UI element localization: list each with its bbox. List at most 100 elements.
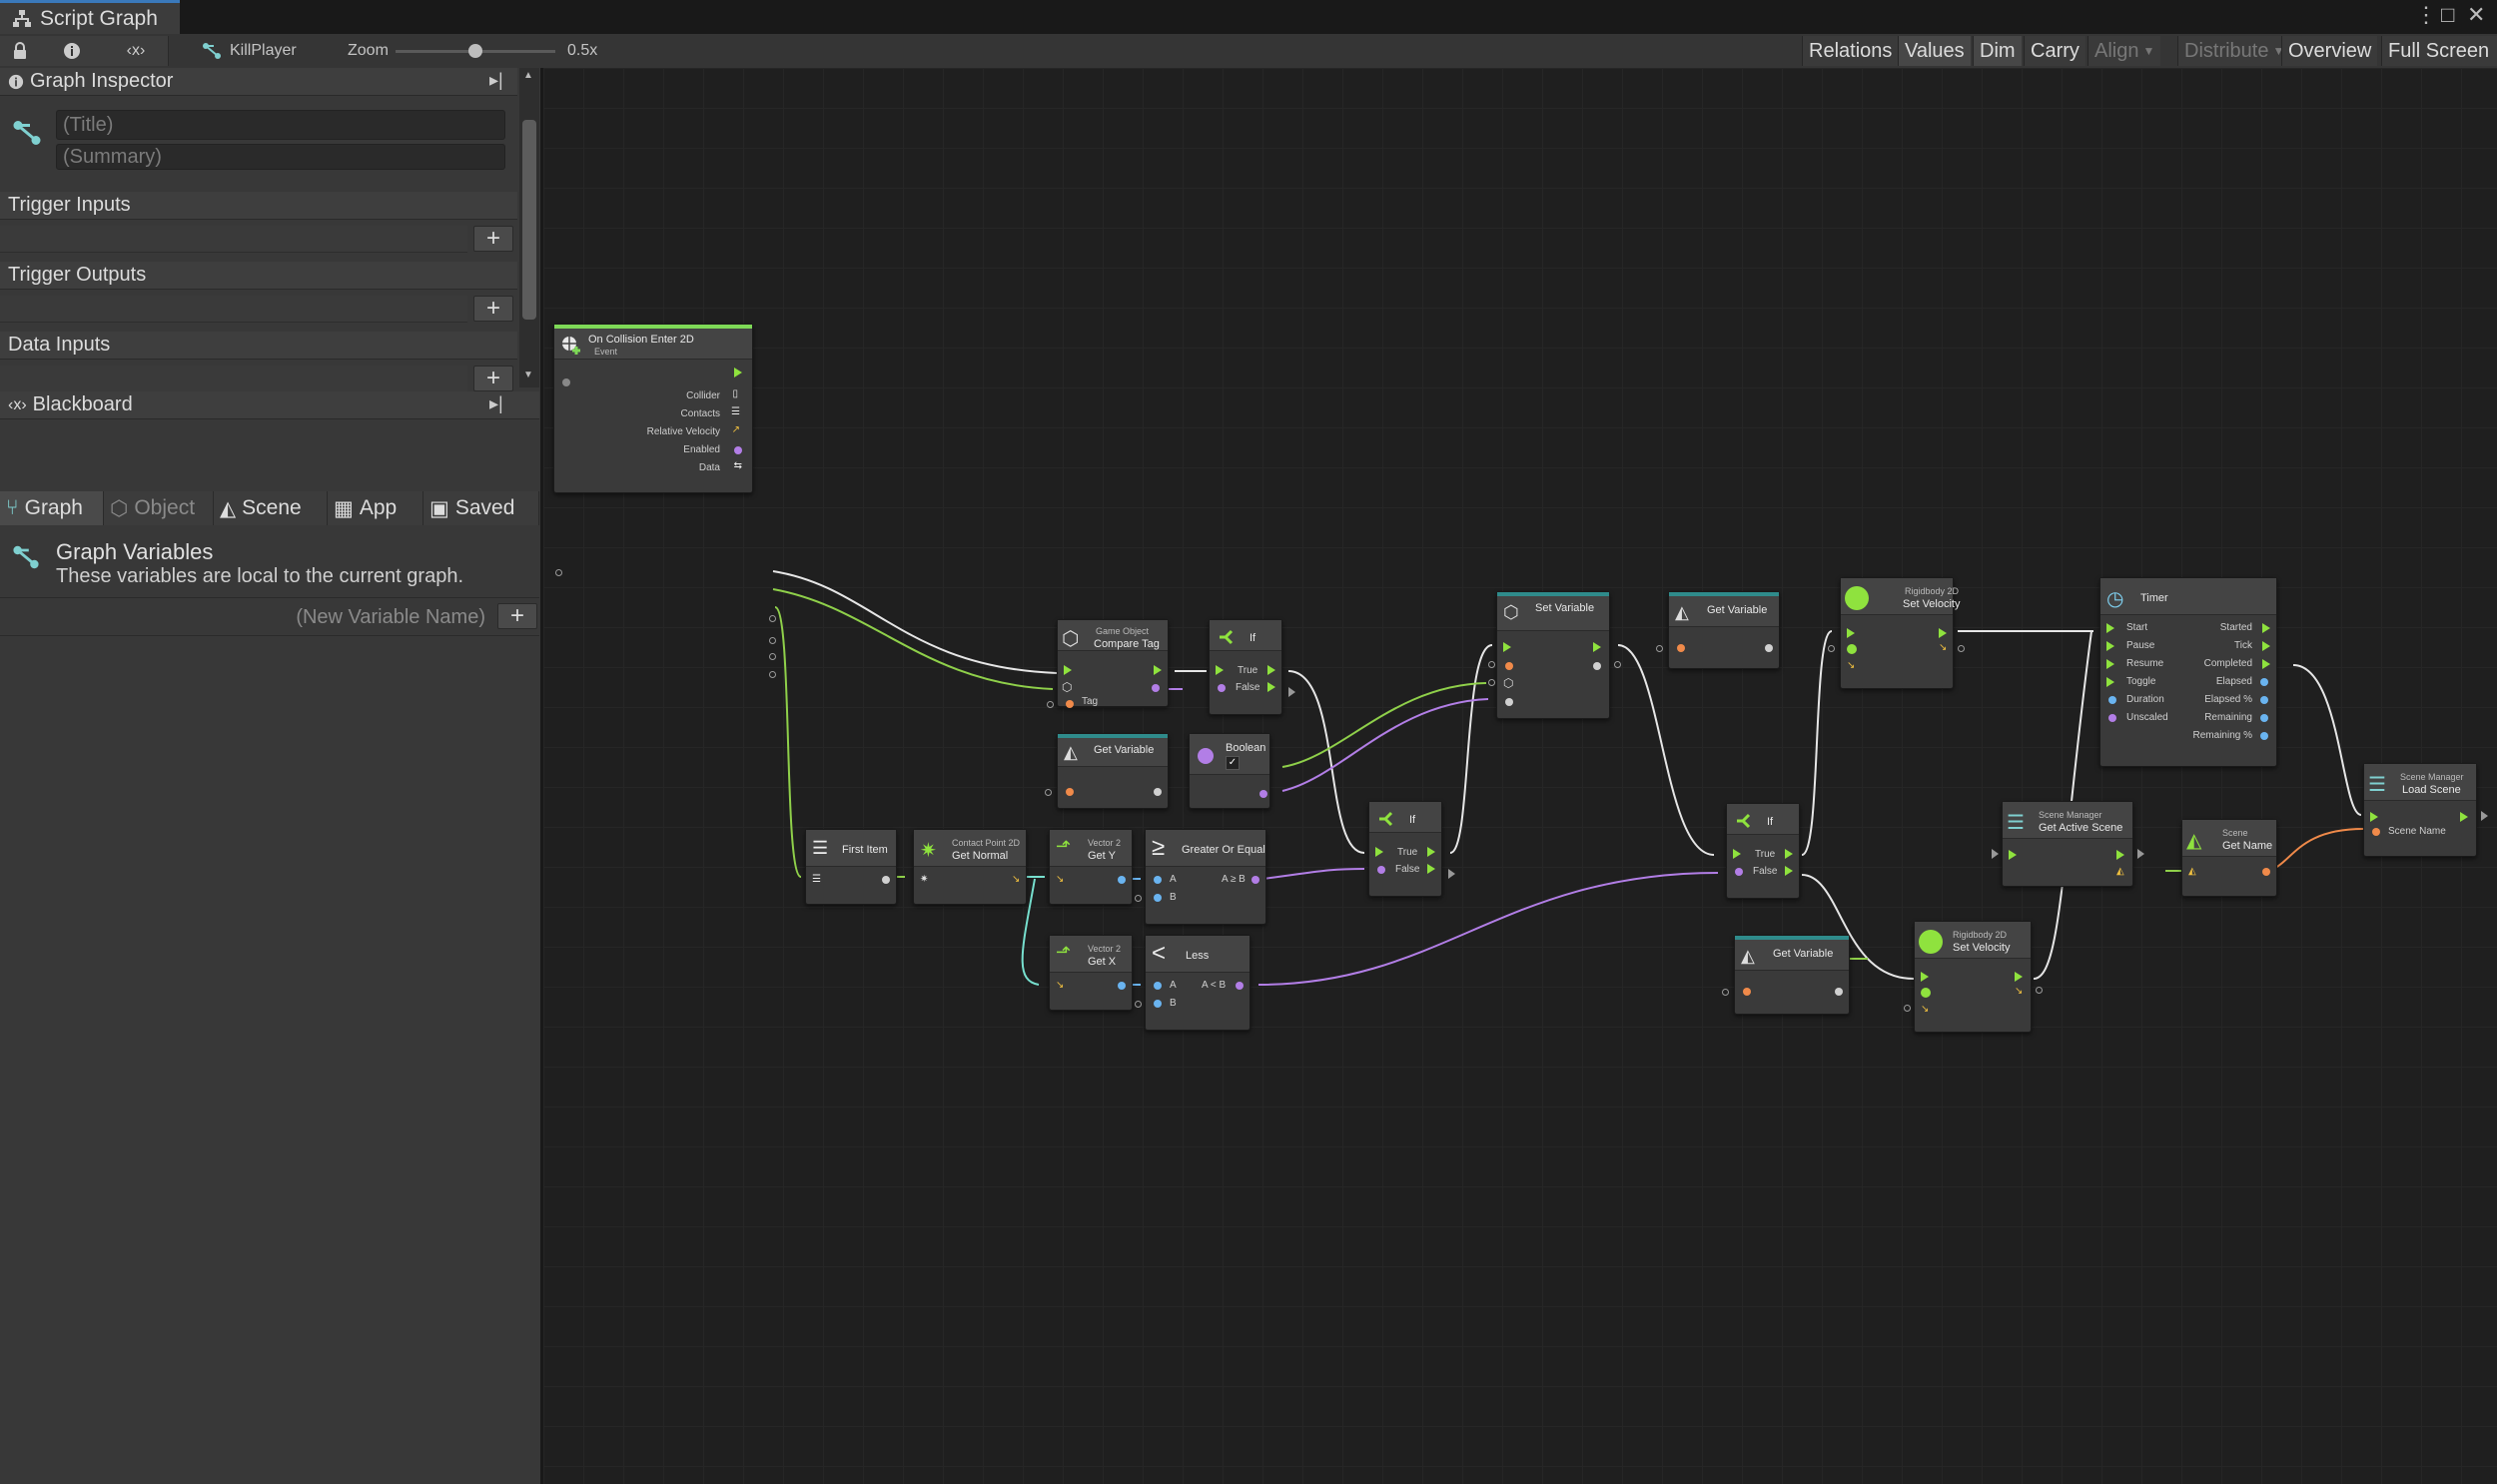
false-output-port[interactable] <box>1785 866 1793 876</box>
value-output-port[interactable] <box>1765 644 1773 652</box>
scrollbar-down-icon[interactable]: ▼ <box>523 370 533 380</box>
trigger-input-port[interactable] <box>1064 665 1072 675</box>
bool-output-port[interactable] <box>1236 982 1244 990</box>
unconnected-port[interactable] <box>2036 987 2043 994</box>
name-input-port[interactable] <box>1066 788 1074 796</box>
node-first-item[interactable]: ☰ First Item ☰ <box>805 829 897 905</box>
node-if-3[interactable]: If True False <box>1726 803 1800 899</box>
inspector-toggle-button[interactable] <box>40 36 105 66</box>
node-get-active-scene[interactable]: ☰ Scene Manager Get Active Scene ◭ <box>2002 801 2133 887</box>
node-scene-get-name[interactable]: ◭ Scene Get Name ◭ <box>2181 819 2277 897</box>
unconnected-port[interactable] <box>769 615 776 622</box>
graph-breadcrumb[interactable]: KillPlayer <box>202 34 297 68</box>
full-screen-button[interactable]: Full Screen <box>2381 36 2497 66</box>
unconnected-port[interactable] <box>1958 645 1965 652</box>
add-trigger-output-button[interactable]: + <box>473 295 513 322</box>
blackboard-toggle-button[interactable]: ‹x› <box>104 36 169 66</box>
trigger-output-port[interactable] <box>1593 642 1601 652</box>
zoom-slider-thumb[interactable] <box>468 44 482 58</box>
trigger-output-port[interactable] <box>1154 665 1162 675</box>
trigger-input-port[interactable] <box>2009 850 2017 860</box>
true-output-port[interactable] <box>1267 665 1275 675</box>
condition-input-port[interactable] <box>1218 684 1226 692</box>
unconnected-port[interactable] <box>1904 1005 1911 1012</box>
node-if-1[interactable]: If True False <box>1209 619 1282 715</box>
timer-output-port[interactable] <box>2260 732 2268 740</box>
value-input-port[interactable] <box>1505 698 1513 706</box>
node-rigidbody-set-velocity-1[interactable]: Rigidbody 2D Set Velocity ↘ ↘ <box>1840 577 1960 689</box>
maximize-icon[interactable]: □ <box>2441 2 2455 27</box>
trigger-input-port[interactable] <box>1216 665 1224 675</box>
name-input-port[interactable] <box>1505 662 1513 670</box>
tab-object[interactable]: ⬡Object <box>104 491 214 525</box>
unconnected-port[interactable] <box>1488 679 1495 686</box>
dim-button[interactable]: Dim <box>1973 36 2022 66</box>
false-output-port[interactable] <box>1267 682 1275 692</box>
distribute-dropdown[interactable]: Distribute▼ <box>2177 36 2291 66</box>
unconnected-port[interactable] <box>2137 849 2144 859</box>
timer-input-port[interactable] <box>2108 696 2116 704</box>
inspector-scrollbar[interactable]: ▲ ▼ <box>519 68 539 387</box>
unconnected-port[interactable] <box>769 653 776 660</box>
node-greater-or-equal[interactable]: ≥ Greater Or Equal A A ≥ B B <box>1145 829 1266 925</box>
trigger-output-port[interactable] <box>734 368 742 377</box>
true-output-port[interactable] <box>1785 849 1793 859</box>
trigger-output-port[interactable] <box>1939 628 1947 638</box>
b-input-port[interactable] <box>1154 1000 1162 1008</box>
trigger-output-port[interactable] <box>2015 972 2023 982</box>
timer-input-port[interactable] <box>2106 623 2114 633</box>
unconnected-port[interactable] <box>555 569 562 576</box>
new-variable-name-field[interactable]: (New Variable Name) <box>296 606 485 628</box>
carry-button[interactable]: Carry <box>2024 36 2085 66</box>
graph-title-field[interactable]: (Title) <box>56 110 505 140</box>
value-output-port[interactable] <box>1835 988 1843 996</box>
node-if-2[interactable]: If True False <box>1368 801 1442 897</box>
tab-graph[interactable]: ⑂Graph <box>0 491 104 525</box>
unconnected-port[interactable] <box>1448 869 1455 879</box>
float-output-port[interactable] <box>1118 876 1126 884</box>
timer-input-port[interactable] <box>2106 641 2114 651</box>
unconnected-port[interactable] <box>1992 849 1999 859</box>
tab-app[interactable]: ▦App <box>328 491 423 525</box>
node-compare-tag[interactable]: ⬡ Game Object Compare Tag ⬡ Tag <box>1057 619 1169 708</box>
unconnected-port[interactable] <box>769 671 776 678</box>
scrollbar-thumb[interactable] <box>522 120 536 320</box>
tab-scene[interactable]: ◭Scene <box>214 491 328 525</box>
timer-output-port[interactable] <box>2260 678 2268 686</box>
node-get-normal[interactable]: ✷ Contact Point 2D Get Normal ✷ ↘ <box>913 829 1027 905</box>
timer-output-port[interactable] <box>2262 623 2270 633</box>
trigger-output-port[interactable] <box>2116 850 2124 860</box>
value-output-port[interactable] <box>1593 662 1601 670</box>
tab-saved[interactable]: ▣Saved <box>423 491 539 525</box>
string-input-port[interactable] <box>1066 700 1074 708</box>
target-input-port[interactable] <box>562 378 570 386</box>
dock-icon[interactable]: ▸| <box>489 393 503 413</box>
trigger-input-port[interactable] <box>1375 847 1383 857</box>
unconnected-port[interactable] <box>769 637 776 644</box>
value-output-port[interactable] <box>1154 788 1162 796</box>
node-set-variable[interactable]: ⬡ Set Variable ⬡ <box>1496 591 1610 719</box>
node-rigidbody-set-velocity-2[interactable]: Rigidbody 2D Set Velocity ↘ ↘ <box>1914 921 2032 1033</box>
a-input-port[interactable] <box>1154 876 1162 884</box>
zoom-slider[interactable] <box>396 44 555 58</box>
trigger-input-port[interactable] <box>1503 642 1511 652</box>
trigger-input-port[interactable] <box>1847 628 1855 638</box>
bool-output-port[interactable] <box>1251 876 1259 884</box>
unconnected-port[interactable] <box>1656 645 1663 652</box>
condition-input-port[interactable] <box>1377 866 1385 874</box>
a-input-port[interactable] <box>1154 982 1162 990</box>
script-graph-tab[interactable]: Script Graph <box>0 0 180 34</box>
unconnected-port[interactable] <box>2481 811 2488 821</box>
graph-summary-field[interactable]: (Summary) <box>56 144 505 170</box>
unconnected-port[interactable] <box>1488 661 1495 668</box>
trigger-input-port[interactable] <box>1733 849 1741 859</box>
timer-input-port[interactable] <box>2106 677 2114 687</box>
unconnected-port[interactable] <box>1135 1001 1142 1008</box>
node-load-scene[interactable]: ☰ Scene Manager Load Scene Scene Name <box>2363 763 2477 857</box>
node-less[interactable]: < Less A A < B B <box>1145 935 1250 1031</box>
graph-canvas[interactable]: On Collision Enter 2D Event Collider ▯ C… <box>543 68 2497 1484</box>
bool-output-port[interactable] <box>1259 790 1267 798</box>
scene-name-input-port[interactable] <box>2372 828 2380 836</box>
relations-button[interactable]: Relations <box>1802 36 1899 66</box>
